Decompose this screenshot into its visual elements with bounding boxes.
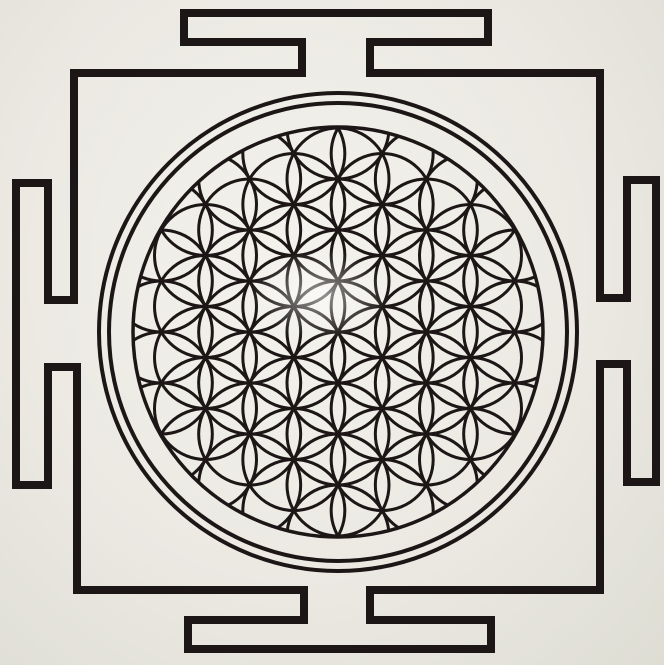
yantra-drawing	[0, 0, 664, 665]
yantra-photo	[0, 0, 664, 665]
